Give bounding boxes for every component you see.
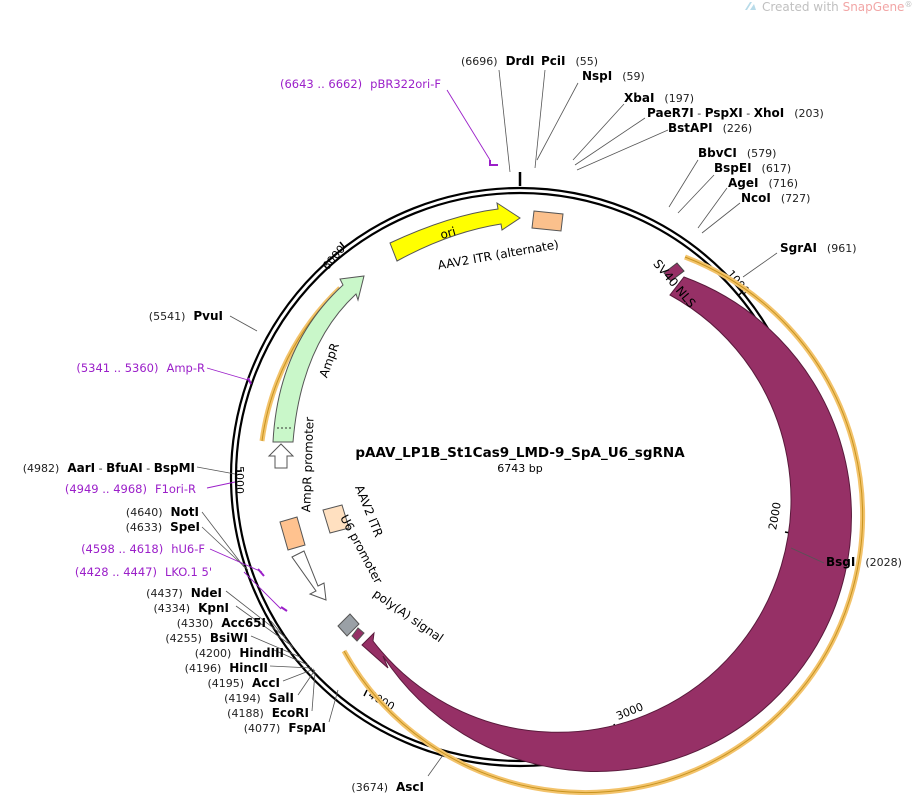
enzyme-hindiii[interactable]: (4200)HindIII xyxy=(195,646,284,660)
enzyme-aari-bfuai-bspmi[interactable]: (4982)AarI - BfuAI - BspMI xyxy=(23,461,195,475)
enzyme-bbvci[interactable]: BbvCI(579) xyxy=(698,146,776,160)
enzyme-noti[interactable]: (4640)NotI xyxy=(126,505,199,519)
sv40-nls-feature[interactable] xyxy=(663,262,685,282)
svg-text:2000: 2000 xyxy=(766,501,784,531)
enzyme-ecori[interactable]: (4188)EcoRI xyxy=(227,706,309,720)
enzyme-nspi[interactable]: NspI(59) xyxy=(582,69,645,83)
enzyme-ndei[interactable]: (4437)NdeI xyxy=(146,586,222,600)
enzyme-pcii[interactable]: PciI(55) xyxy=(541,54,598,68)
primer-pbr322ori-f[interactable]: (6643 .. 6662)pBR322ori-F xyxy=(280,77,441,91)
primer-f1ori-r[interactable]: (4949 .. 4968)F1ori-R xyxy=(65,482,196,496)
enzyme-bsiwi[interactable]: (4255)BsiWI xyxy=(165,631,248,645)
plasmid-length: 6743 bp xyxy=(497,462,542,475)
enzyme-drdi[interactable]: (6696)DrdI xyxy=(461,54,535,68)
primer-amp-r[interactable]: (5341 .. 5360)Amp-R xyxy=(76,361,205,375)
aav2-itr-feature[interactable] xyxy=(322,504,350,534)
aav2-itr-alternate-feature[interactable] xyxy=(531,210,564,232)
snapgene-watermark: Created with SnapGene® xyxy=(745,0,912,14)
plasmid-name: pAAV_LP1B_St1Cas9_LMD-9_SpA_U6_sgRNA xyxy=(355,445,685,461)
enzyme-ncoi[interactable]: NcoI(727) xyxy=(741,191,810,205)
st1cas9-feature-arrow[interactable] xyxy=(361,276,852,772)
ampr-promoter-arrow[interactable] xyxy=(267,443,295,469)
ori-label: ori xyxy=(439,224,458,242)
tick-2000: 2000 xyxy=(766,501,791,534)
enzyme-paer7i-pspxi-xhoi[interactable]: PaeR7I - PspXI - XhoI(203) xyxy=(647,106,824,120)
enzyme-xbai[interactable]: XbaI(197) xyxy=(624,91,694,105)
enzyme-pvui[interactable]: (5541)PvuI xyxy=(149,309,223,323)
svg-text:5000: 5000 xyxy=(233,466,246,494)
enzyme-bspei[interactable]: BspEI(617) xyxy=(714,161,791,175)
enzyme-fspai[interactable]: (4077)FspAI xyxy=(244,721,326,735)
u6-promoter-box[interactable] xyxy=(279,516,306,551)
snapgene-logo-icon xyxy=(745,2,756,10)
cas9-orf-highlight xyxy=(341,254,866,795)
enzyme-spei[interactable]: (4633)SpeI xyxy=(126,520,200,534)
polya-small-marker xyxy=(351,627,365,642)
enzyme-bstapi[interactable]: BstAPI(226) xyxy=(668,121,752,135)
svg-text:Created with SnapGene®: Created with SnapGene® xyxy=(762,0,912,14)
enzyme-sgrai[interactable]: SgrAI(961) xyxy=(780,241,857,255)
enzyme-kpni[interactable]: (4334)KpnI xyxy=(154,601,229,615)
aav2-itr-alternate-label: AAV2 ITR (alternate) xyxy=(437,237,560,272)
enzyme-agei[interactable]: AgeI(716) xyxy=(728,176,798,190)
polya-signal-label: poly(A) signal xyxy=(370,586,445,645)
ampr-label: AmpR xyxy=(317,341,342,379)
cas9-orf-highlight-core xyxy=(343,256,864,794)
tick-6000: 6000 xyxy=(320,241,348,273)
enzyme-asci[interactable]: (3674)AscI xyxy=(351,780,424,794)
primer-lko1-5[interactable]: (4428 .. 4447)LKO.1 5' xyxy=(75,565,212,579)
enzyme-hincii[interactable]: (4196)HincII xyxy=(185,661,268,675)
enzyme-acci[interactable]: (4195)AccI xyxy=(207,676,280,690)
ampr-promoter-label: AmpR promoter xyxy=(299,417,316,513)
ori-feature-arrow[interactable] xyxy=(389,201,521,262)
primer-hu6-f[interactable]: (4598 .. 4618)hU6-F xyxy=(81,542,205,556)
enzyme-bsgi[interactable]: BsgI(2028) xyxy=(826,555,902,569)
enzyme-sali[interactable]: (4194)SalI xyxy=(224,691,294,705)
polya-signal-feature[interactable] xyxy=(337,613,360,637)
ampr-feature-arrow[interactable] xyxy=(272,275,365,443)
st1cas9-label: St1Cas9 xyxy=(691,596,734,643)
u6-promoter-arrow[interactable] xyxy=(291,550,327,601)
enzyme-acc65i[interactable]: (4330)Acc65I xyxy=(177,616,266,630)
tick-5000: 5000 xyxy=(233,466,246,494)
primer-leader-lines xyxy=(206,89,498,612)
